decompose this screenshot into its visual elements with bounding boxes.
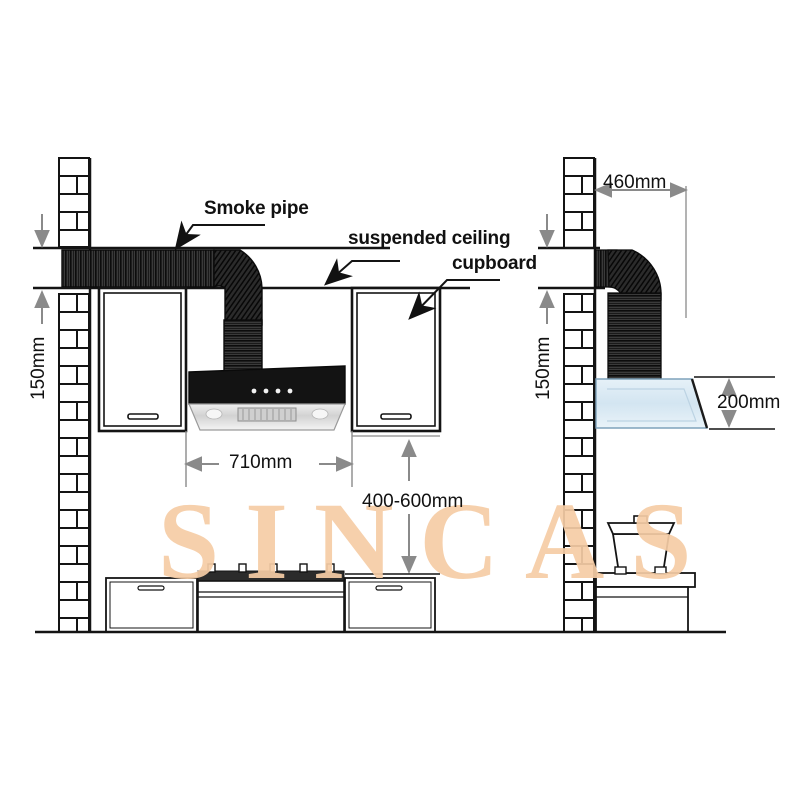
brick-wall-right xyxy=(563,157,597,633)
dimension-400-600mm xyxy=(345,435,440,575)
callout-label-suspended-ceiling: suspended ceiling xyxy=(348,228,511,249)
dimension-label-710mm: 710mm xyxy=(229,452,293,473)
dimension-label-200mm: 200mm xyxy=(717,392,781,413)
dimension-label-left-150mm: 150mm xyxy=(28,336,49,400)
range-hood xyxy=(188,365,346,431)
callout-label-cupboard: cupboard xyxy=(452,253,537,274)
callout-leader-smoke-pipe xyxy=(174,220,265,251)
callout-leader-suspended-ceiling xyxy=(323,258,400,286)
dimension-left-150mm xyxy=(33,214,90,324)
dimension-label-460mm: 460mm xyxy=(603,172,667,193)
dimension-label-400-600mm: 400-600mm xyxy=(362,491,464,512)
wall-cupboard-left xyxy=(97,286,188,433)
dimension-710mm xyxy=(184,431,354,487)
cooking-pot xyxy=(606,515,676,575)
callout-label-smoke-pipe: Smoke pipe xyxy=(204,198,309,219)
brick-wall-left xyxy=(58,157,92,633)
side-counter xyxy=(595,572,696,633)
dimension-460mm xyxy=(594,182,688,318)
base-cabinet-right xyxy=(344,577,436,633)
wall-cupboard-right xyxy=(350,286,442,433)
smoke-pipe-duct xyxy=(61,249,263,379)
side-duct xyxy=(594,249,662,382)
base-cabinet-left xyxy=(105,577,198,633)
dimension-label-right-150mm: 150mm xyxy=(533,336,554,400)
side-ceiling-lines xyxy=(538,246,605,290)
hob xyxy=(197,563,345,633)
dimension-200mm xyxy=(694,376,775,430)
side-hood-glass xyxy=(595,378,709,429)
callout-leader-cupboard xyxy=(408,279,500,320)
